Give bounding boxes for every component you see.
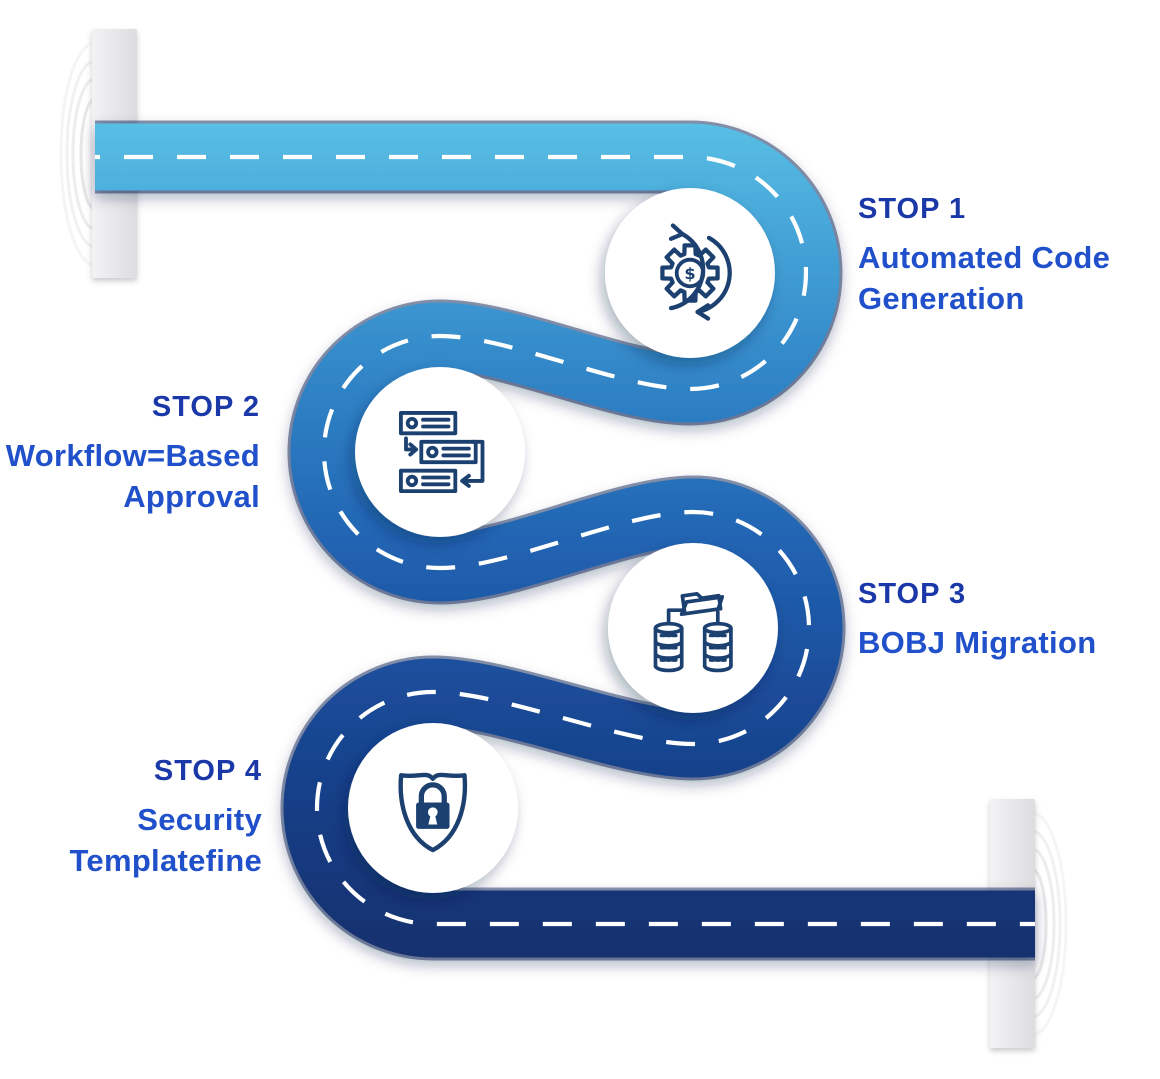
road: [95, 120, 1035, 961]
db-right-sides: [702, 626, 733, 668]
db-right-dots: [708, 633, 727, 662]
stop-4-description: Security Templatefine: [69, 799, 262, 881]
database-right: [702, 621, 733, 673]
task-row-1: [398, 410, 458, 436]
sync-arrowhead-top: [668, 223, 685, 241]
road-surface: [95, 123, 1035, 958]
task-row-2: [419, 439, 478, 465]
folder-front: [679, 595, 725, 617]
stop-4-desc-line-2: Templatefine: [69, 843, 262, 878]
task-3-bullet: [405, 474, 419, 488]
task-3-lines: [421, 475, 451, 487]
stop-3-label: STOP 3: [858, 578, 967, 610]
keyhole-circle: [427, 807, 438, 818]
stop-3-badge: [608, 543, 778, 713]
gear-dollar-sync-icon: $: [660, 223, 732, 321]
connector-left: [666, 608, 684, 626]
shield-lock-icon: [398, 772, 468, 853]
stop-3-desc-line-1: BOBJ Migration: [858, 625, 1097, 660]
stop-4-text-block: STOP 4 Security Templatefine: [69, 754, 262, 881]
flow-arrowhead-left: [460, 473, 471, 488]
stop-1-desc-line-2: Generation: [858, 281, 1025, 316]
gear-outline: [660, 243, 720, 303]
flow-return-arrow: [461, 439, 485, 483]
sync-arrow-left: [668, 231, 706, 311]
shield-outline: [398, 772, 468, 853]
task-1-lines: [421, 417, 451, 429]
stop-1-description: Automated Code Generation: [858, 237, 1110, 319]
stop-3-text-block: STOP 3 BOBJ Migration: [858, 577, 1096, 663]
task-row-3: [398, 468, 458, 494]
db-left-dots: [659, 633, 678, 662]
db-right-bands: [702, 639, 733, 673]
stop-4-desc-line-1: Security: [137, 802, 262, 837]
open-folder: [679, 591, 725, 617]
flow-arrow-down-right: [404, 436, 415, 452]
sync-arrow-right: [695, 235, 732, 315]
task-2-lines: [441, 446, 471, 458]
stop-1-desc-line-1: Automated Code: [858, 240, 1111, 275]
dollar-symbol: $: [684, 264, 695, 283]
sync-arrowhead-bottom: [695, 303, 711, 321]
database-left: [653, 621, 684, 673]
task-2-bullet: [426, 445, 439, 459]
task-1-bullet: [405, 416, 419, 430]
stop-badges: [348, 188, 778, 893]
stop-1-label: STOP 1: [858, 193, 967, 225]
stop-1-text-block: STOP 1 Automated Code Generation: [858, 192, 1110, 319]
stop-3-description: BOBJ Migration: [858, 622, 1096, 663]
stop-2-text-block: STOP 2 Workflow=Based Approval: [6, 390, 260, 517]
keyhole-slot: [428, 814, 438, 825]
start-post-ripples: [59, 41, 96, 267]
stop-2-description: Workflow=Based Approval: [6, 435, 260, 517]
workflow-approval-icon: [398, 410, 485, 494]
lock-shackle: [418, 782, 447, 806]
end-post-ripples: [1031, 811, 1068, 1037]
stop-2-label: STOP 2: [151, 391, 260, 423]
stop-1-badge: [605, 188, 775, 358]
stop-2-badge: [355, 367, 525, 537]
db-left-bands: [653, 639, 684, 673]
flow-arrowhead-right: [408, 442, 419, 457]
stop-2-desc-line-1: Workflow=Based: [5, 438, 260, 473]
stop-2-desc-line-2: Approval: [123, 479, 260, 514]
stop-4-label: STOP 4: [153, 755, 262, 787]
folder-database-migration-icon: [653, 591, 733, 673]
db-left-sides: [653, 626, 684, 668]
